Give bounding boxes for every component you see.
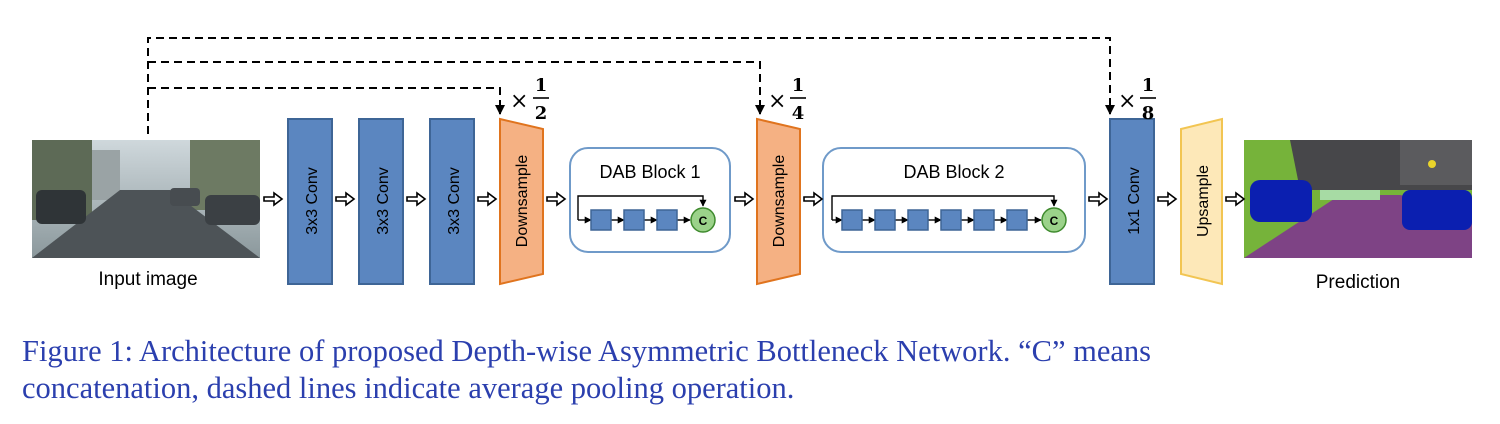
architecture-diagram: Input image Prediction 3x3 Conv 3x3 Conv… [32, 37, 1472, 293]
flow-arrow [263, 191, 284, 207]
prediction-label: Prediction [1316, 272, 1401, 293]
input-image [32, 140, 260, 258]
conv-block-1-label: 3x3 Conv [304, 167, 321, 235]
upsample-block: Upsample [1180, 117, 1223, 286]
caption-line-2: concatenation, dashed lines indicate ave… [22, 371, 795, 405]
dab-unit [656, 209, 678, 231]
pooling-dashed-lines [147, 37, 1115, 134]
scale-denominator: 2 [535, 103, 548, 124]
flow-arrows [263, 191, 1246, 207]
dab-block-2-title: DAB Block 2 [903, 162, 1004, 182]
conv-1x1-block: 1x1 Conv [1109, 118, 1155, 285]
flow-arrow [1225, 191, 1246, 207]
downsample-2: Downsample [756, 117, 801, 286]
conv-block-3: 3x3 Conv [429, 118, 475, 285]
scale-factor-half: × 1 2 [510, 75, 549, 124]
conv-1x1-label: 1x1 Conv [1126, 167, 1143, 235]
concat-node [1041, 207, 1067, 233]
dab-unit [907, 209, 929, 231]
dab-unit [940, 209, 962, 231]
scale-numerator: 1 [792, 75, 805, 96]
dab-unit [874, 209, 896, 231]
flow-arrow [1088, 191, 1109, 207]
scale-denominator: 4 [792, 103, 805, 124]
upsample-label: Upsample [1195, 165, 1212, 237]
times-symbol: × [1118, 89, 1136, 114]
dab-block-2: DAB Block 2 C [822, 147, 1086, 253]
conv-block-1: 3x3 Conv [287, 118, 333, 285]
scale-factor-eighth: × 1 8 [1118, 75, 1156, 124]
scale-numerator: 1 [535, 75, 548, 96]
dab-block-1-title: DAB Block 1 [599, 162, 700, 182]
prediction-image [1244, 140, 1472, 258]
figure-caption: Figure 1: Architecture of proposed Depth… [22, 333, 1492, 407]
flow-arrow [335, 191, 356, 207]
flow-arrow [477, 191, 498, 207]
flow-arrow [1157, 191, 1178, 207]
flow-arrow [406, 191, 427, 207]
flow-arrow [803, 191, 824, 207]
dab-block-1: DAB Block 1 C [569, 147, 731, 253]
downsample-2-label: Downsample [771, 155, 788, 248]
scale-factor-quarter: × 1 4 [768, 75, 806, 124]
conv-block-3-label: 3x3 Conv [446, 167, 463, 235]
scale-numerator: 1 [1142, 75, 1155, 96]
concat-label: C [1050, 214, 1059, 228]
dab-unit [1006, 209, 1028, 231]
input-image-label: Input image [98, 269, 197, 290]
downsample-1-label: Downsample [514, 155, 531, 248]
conv-block-2: 3x3 Conv [358, 118, 404, 285]
concat-label: C [699, 214, 708, 228]
dab-unit [623, 209, 645, 231]
flow-arrow [734, 191, 755, 207]
dab-unit [973, 209, 995, 231]
dab-unit [841, 209, 863, 231]
caption-line-1: Figure 1: Architecture of proposed Depth… [22, 334, 1152, 368]
times-symbol: × [510, 89, 528, 114]
dab-unit [590, 209, 612, 231]
scale-denominator: 8 [1142, 103, 1155, 124]
concat-node [690, 207, 716, 233]
times-symbol: × [768, 89, 786, 114]
flow-arrow [546, 191, 567, 207]
downsample-1: Downsample [499, 117, 544, 286]
conv-block-2-label: 3x3 Conv [375, 167, 392, 235]
